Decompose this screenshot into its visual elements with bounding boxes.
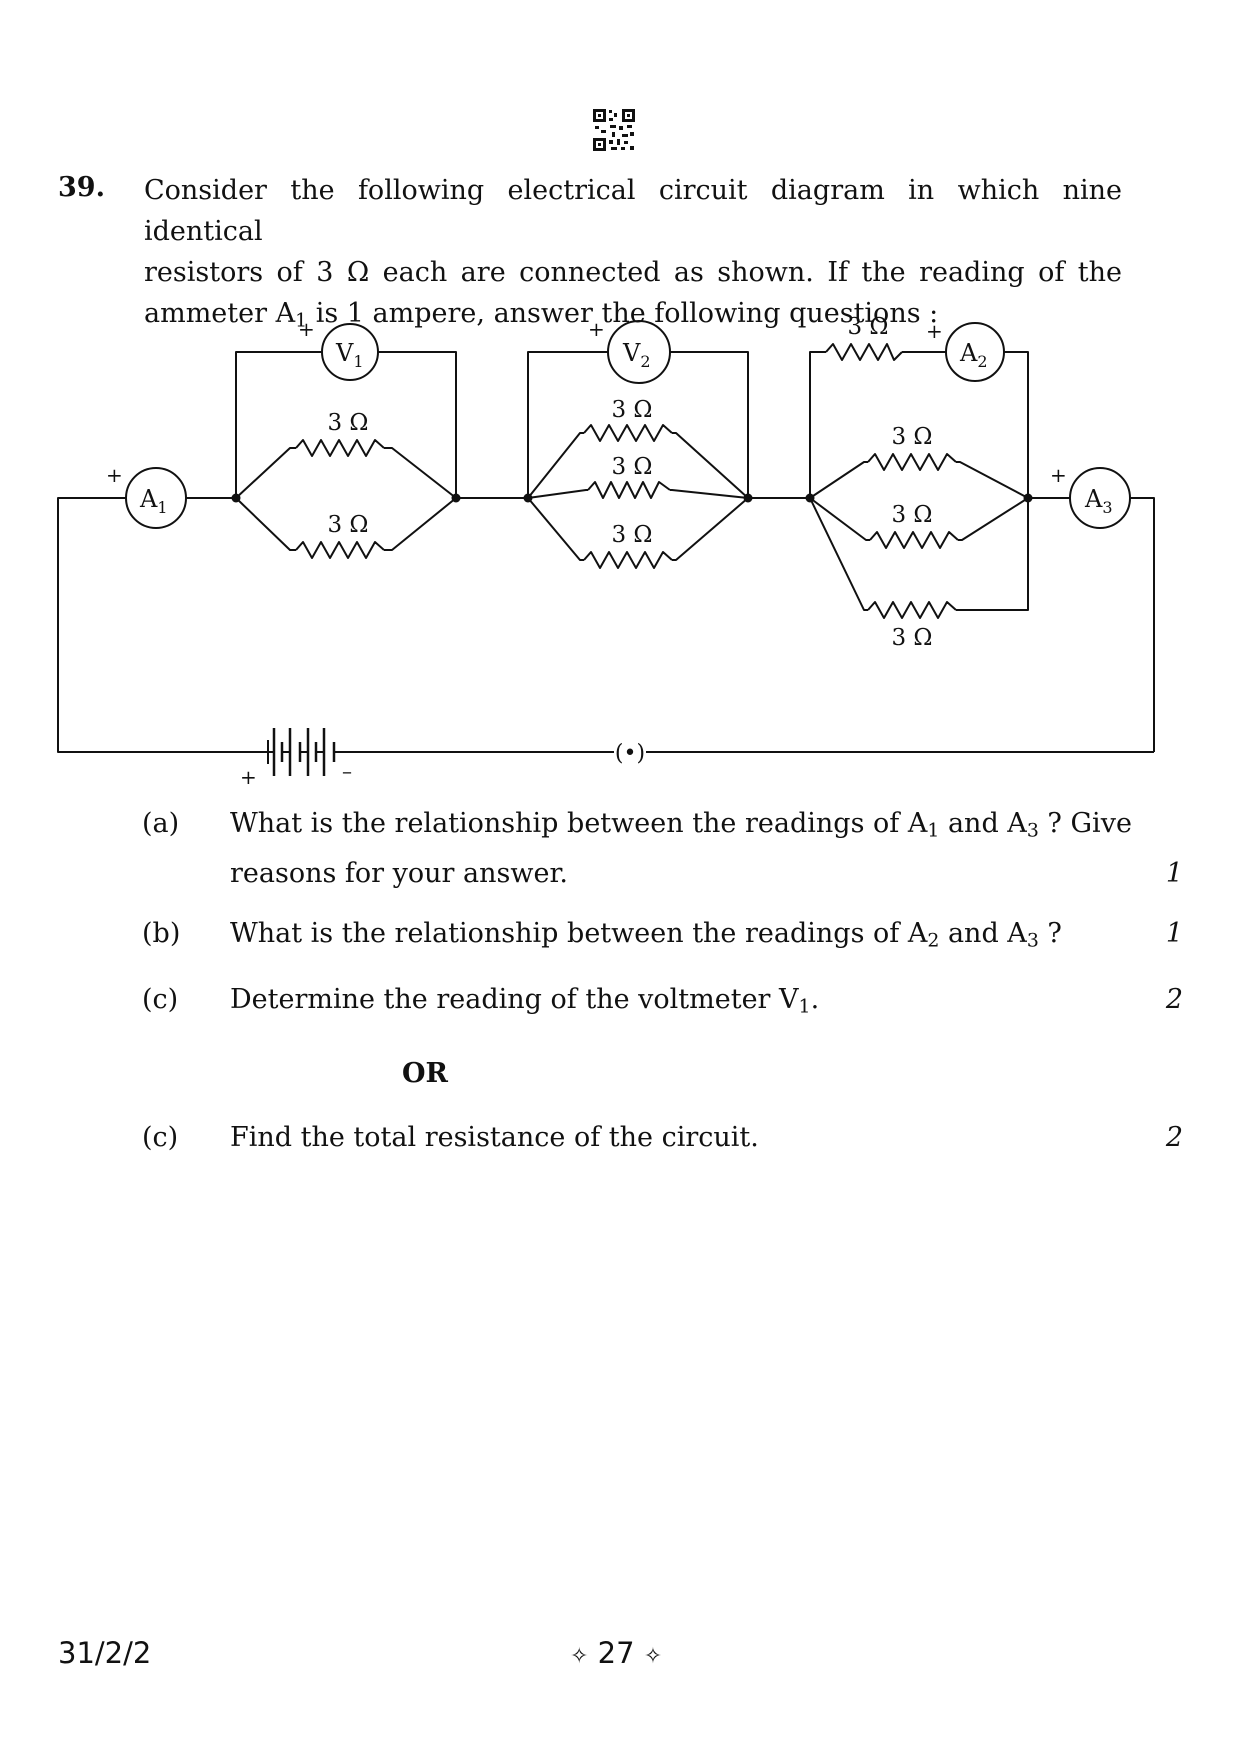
ornament-icon: ✧ [570,1644,589,1669]
part-b-text: What is the relationship between the rea… [230,918,1062,952]
plus-sign: + [106,463,123,487]
part-a-text-line-2: reasons for your answer. [230,858,569,889]
ornament-icon: ✧ [643,1644,663,1669]
voltmeter-v2-label: V2 [622,339,651,371]
part-c-label: (c) [142,984,179,1015]
or-label: OR [402,1058,448,1089]
part-a-label: (a) [142,808,180,839]
part-b-marks: 1 [1165,918,1183,949]
plus-sign: + [926,319,943,343]
resistor-label: 3 Ω [327,410,368,436]
battery-icon [272,728,336,776]
resistor-label: 3 Ω [611,454,652,480]
plus-sign: + [298,317,315,341]
ammeter-a1-label: A1 [139,485,168,517]
junction-dots [231,493,1033,503]
resistor-label: 3 Ω [891,424,932,450]
part-c-marks: 2 [1165,984,1183,1015]
resistor-label: 3 Ω [611,397,652,423]
part-c-alt-marks: 2 [1165,1122,1183,1153]
ammeter-a2-label: A2 [959,339,988,371]
part-a-marks: 1 [1165,858,1183,889]
resistor-label: 3 Ω [891,625,932,651]
voltmeter-v1-label: V1 [335,339,364,371]
qr-code [592,108,636,152]
resistor-label: 3 Ω [327,512,368,538]
resistor-label: 3 Ω [611,522,652,548]
question-number: 39. [58,172,105,203]
part-b-label: (b) [142,918,181,949]
resistor-label: 3 Ω [847,314,888,340]
plus-sign: + [588,317,605,341]
minus-sign: – [342,759,352,783]
page-number: ✧ 27 ✧ [570,1636,663,1670]
plus-sign: + [240,765,257,789]
paper-code: 31/2/2 [58,1636,152,1670]
ammeter-a3-label: A3 [1084,485,1113,517]
part-a-text: What is the relationship between the rea… [230,808,1132,842]
part-c-alt-text: Find the total resistance of the circuit… [230,1122,759,1153]
circuit-diagram: V1 V2 A2 A1 A3 3 Ω 3 Ω 3 Ω 3 Ω 3 Ω 3 Ω 3… [57,314,1155,789]
plus-sign: + [1050,463,1067,487]
part-c-text: Determine the reading of the voltmeter V… [230,984,820,1018]
key-icon: (•) [615,741,645,766]
question-line-2: resistors of 3 Ω each are connected as s… [144,257,1122,288]
question-line-1: Consider the following electrical circui… [144,175,1122,247]
part-c-alt-label: (c) [142,1122,179,1153]
resistor-label: 3 Ω [891,502,932,528]
